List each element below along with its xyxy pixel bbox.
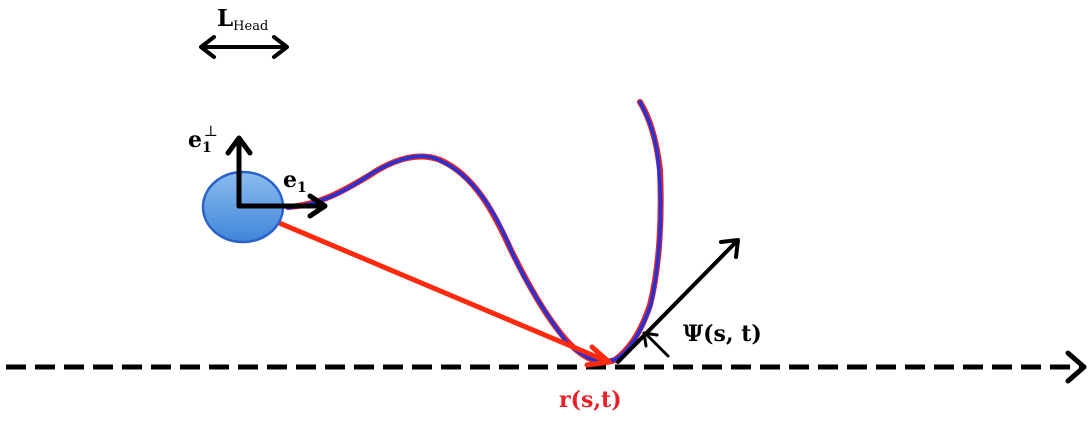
angle-vector-arrow xyxy=(616,238,740,364)
angle-indicator-arrow xyxy=(642,331,670,358)
baseline-axis xyxy=(6,350,1087,384)
position-vector-label: r(s,t) xyxy=(559,387,622,413)
baseline-arrowhead-icon xyxy=(1065,350,1087,384)
normal-vector-arrow xyxy=(225,135,253,209)
double-headed-arrow-icon xyxy=(199,35,289,59)
tangent-vector-arrow xyxy=(236,193,328,219)
position-vector-arrow xyxy=(236,203,612,368)
normal-vector-label: e1⊥ xyxy=(188,122,218,156)
angle-label: Ψ(s, t) xyxy=(683,321,762,347)
flagellum-trace-curve xyxy=(286,100,663,364)
tangent-vector-label: e1 xyxy=(283,167,307,196)
flagellum-fit-curve xyxy=(285,99,664,365)
head-length-label: LHead xyxy=(217,5,268,34)
